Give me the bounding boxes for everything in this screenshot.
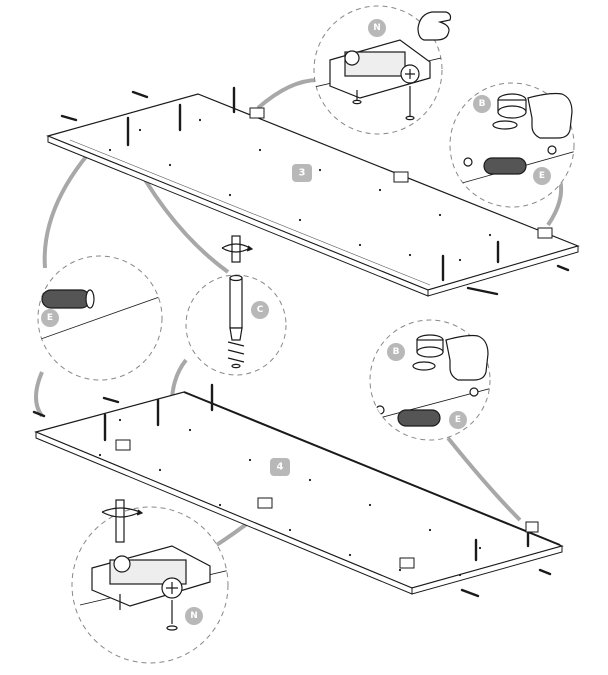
detail-callout-c: C — [185, 235, 287, 376]
detail-callout-n-top: N — [313, 5, 452, 135]
step-badge-4: 4 — [270, 458, 290, 476]
detail-callout-e-left: E — [37, 255, 163, 381]
step-badge-3: 3 — [292, 164, 312, 182]
hand-icon — [527, 92, 573, 139]
part-label-e-right: E — [455, 415, 461, 425]
part-badge-n-bottom: N — [185, 607, 203, 625]
detail-callout-be-top: B E — [449, 82, 575, 208]
part-label-b-right: B — [393, 347, 400, 357]
hand-icon — [417, 11, 452, 41]
hand-icon — [445, 334, 489, 381]
step-number-3: 3 — [299, 168, 306, 179]
panel-step-4 — [34, 391, 564, 595]
part-badge-e-right: E — [449, 411, 467, 429]
part-badge-e-top: E — [533, 167, 551, 185]
panel-3-hardware — [60, 86, 570, 296]
part-badge-b-right: B — [387, 343, 405, 361]
panel-4-hardware — [32, 383, 552, 598]
part-label-e-left: E — [47, 313, 53, 323]
part-badge-e-left: E — [41, 309, 59, 327]
step-number-4: 4 — [277, 462, 284, 473]
part-badge-b-top: B — [473, 95, 491, 113]
part-badge-n-top: N — [368, 19, 386, 37]
part-label-n-top: N — [373, 23, 381, 33]
panel-3-locks — [249, 107, 553, 239]
part-label-n-bottom: N — [190, 611, 198, 621]
part-label-e-top: E — [539, 171, 545, 181]
part-label-b-top: B — [479, 99, 486, 109]
screwdriver-icon — [101, 499, 144, 543]
detail-callout-n-bottom: N — [71, 499, 229, 664]
panel-step-3 — [46, 93, 580, 297]
detail-callout-be-right: B E — [369, 319, 491, 441]
screwdriver-icon — [221, 235, 254, 263]
panel-4-locks — [115, 439, 539, 569]
part-badge-c: C — [251, 301, 269, 319]
part-label-c: C — [257, 305, 264, 315]
